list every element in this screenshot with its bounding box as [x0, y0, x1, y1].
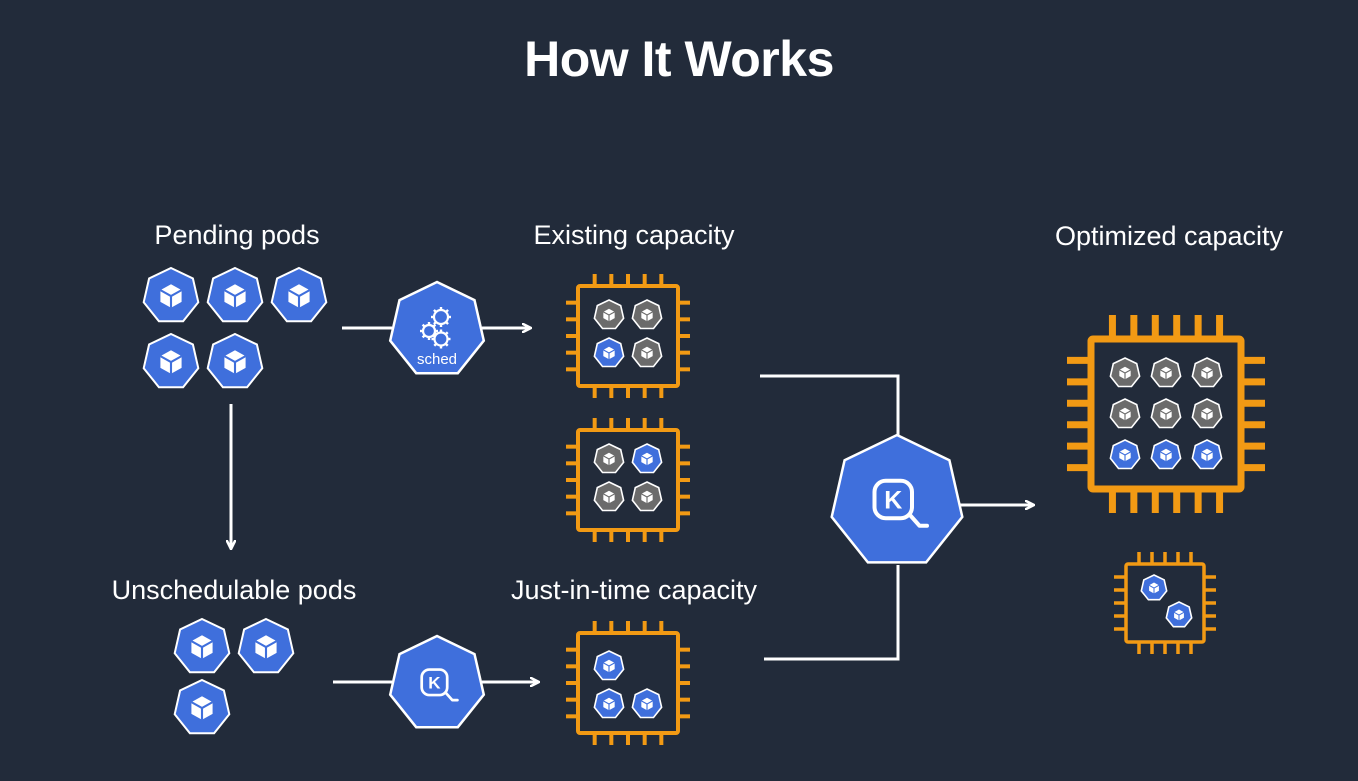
unschedulable-pod-1: [173, 617, 231, 674]
node-existing-1-pod-4: [631, 337, 663, 368]
node-optimized-large-pod-2: [1150, 357, 1182, 388]
node-existing-2-pod-4: [631, 481, 663, 512]
connector-jit-to-karpenter: [764, 565, 900, 661]
node-existing-1-pod-3: [593, 337, 625, 368]
pending-pod-4: [142, 332, 200, 389]
connector-existing-to-karpenter: [760, 374, 900, 440]
node-existing-1: [566, 274, 690, 398]
karpenter-icon-small-letter: K: [428, 673, 441, 692]
label-just-in-time-capacity: Just-in-time capacity: [510, 575, 758, 605]
node-optimized-large-pod-6: [1191, 398, 1223, 429]
unschedulable-pod-3: [173, 678, 231, 735]
node-existing-2-pod-3: [593, 481, 625, 512]
node-just-in-time: [566, 621, 690, 745]
node-optimized-large-pod-1: [1109, 357, 1141, 388]
node-optimized-large-pod-9: [1191, 439, 1223, 470]
node-optimized-large-pod-7: [1109, 439, 1141, 470]
node-optimized-large-pod-8: [1150, 439, 1182, 470]
pending-pod-2: [206, 266, 264, 323]
pending-pod-3: [270, 266, 328, 323]
node-existing-2-pod-1: [593, 443, 625, 474]
node-just-in-time-a-pod-1: [593, 650, 625, 681]
label-pending-pods: Pending pods: [154, 220, 320, 250]
node-optimized-large-pod-5: [1150, 398, 1182, 429]
node-optimized-small: [1114, 552, 1216, 654]
node-existing-1-pod-1: [593, 299, 625, 330]
karpenter-icon-large-letter: K: [884, 486, 902, 514]
label-existing-capacity: Existing capacity: [533, 220, 735, 250]
page-title: How It Works: [524, 31, 834, 87]
scheduler-icon: sched: [388, 280, 486, 375]
node-existing-2-pod-2: [631, 443, 663, 474]
node-just-in-time-b-pod-1: [593, 688, 625, 719]
scheduler-label: sched: [417, 351, 457, 368]
label-unschedulable-pods: Unschedulable pods: [111, 575, 357, 605]
node-existing-1-pod-2: [631, 299, 663, 330]
pending-pod-5: [206, 332, 264, 389]
pending-pod-1: [142, 266, 200, 323]
unschedulable-pod-2: [237, 617, 295, 674]
node-optimized-large-pod-3: [1191, 357, 1223, 388]
node-just-in-time-b-pod-2: [631, 688, 663, 719]
node-optimized-large-pod-4: [1109, 398, 1141, 429]
node-optimized-small-a-pod-1: [1140, 574, 1168, 601]
node-optimized-small-b-pod-1: [1165, 601, 1193, 628]
node-existing-2: [566, 418, 690, 542]
karpenter-icon-large: K: [830, 433, 964, 564]
karpenter-icon-small: K: [388, 634, 486, 729]
label-optimized-capacity: Optimized capacity: [1054, 221, 1284, 251]
